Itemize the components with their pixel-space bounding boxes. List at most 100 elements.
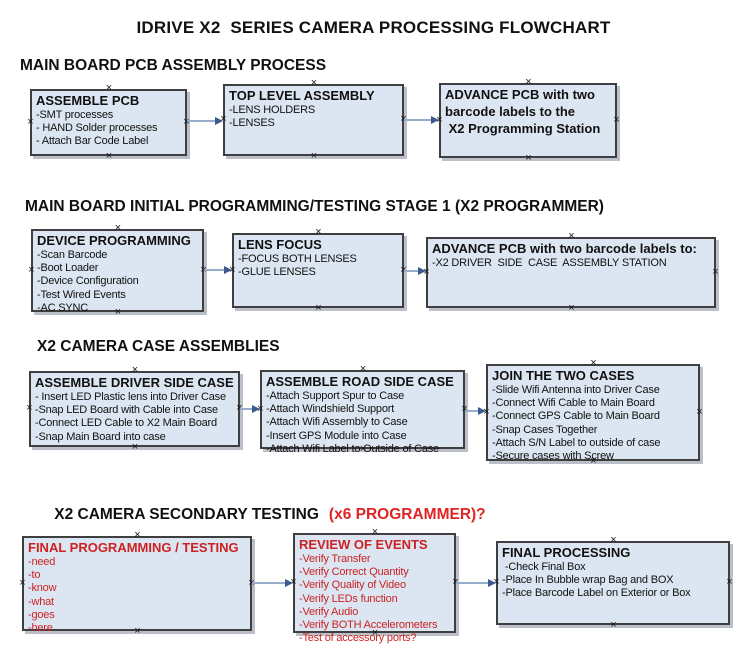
connection-point-icon — [695, 408, 704, 417]
arrowhead-icon — [478, 407, 486, 415]
box-title: JOIN THE TWO CASES — [492, 368, 635, 383]
connection-point-icon — [612, 116, 621, 125]
box-item: -Verify Quality of Video — [299, 579, 406, 592]
arrowhead-icon — [418, 267, 426, 275]
flowchart-box-top-level-assembly: TOP LEVEL ASSEMBLY -LENS HOLDERS -LENSES — [223, 84, 404, 156]
connector-line — [240, 408, 252, 410]
connection-point-icon — [27, 266, 36, 275]
box-item: -Attach Windshield Support — [266, 403, 395, 416]
box-title: DEVICE PROGRAMMING — [37, 233, 191, 248]
box-item: -Verify Transfer — [299, 553, 371, 565]
connection-point-icon — [609, 536, 618, 545]
box-item: -Snap Cases Together — [492, 423, 598, 436]
flowchart-box-review-of-events: REVIEW OF EVENTS -Verify Transfer -Verif… — [293, 533, 456, 644]
box-item: -FOCUS BOTH LENSES — [238, 253, 357, 265]
box-item: -Slide Wifi Antenna into Driver Case — [492, 384, 660, 396]
box-item: -Test Wired Events — [37, 288, 126, 301]
box-title: ASSEMBLE ROAD SIDE CASE — [266, 374, 454, 389]
box-item: -Verify LEDs function — [299, 592, 398, 605]
arrowhead-icon — [488, 579, 496, 587]
connector-line — [465, 410, 478, 412]
flowchart-box-lens-focus: LENS FOCUS -FOCUS BOTH LENSES -GLUE LENS… — [232, 233, 404, 308]
flowchart-box-final-programming-testing: FINAL PROGRAMMING / TESTING -need -to -k… — [22, 536, 252, 634]
connection-point-icon — [589, 359, 598, 368]
box-item: -Attach Wifi Label to Outside of Case — [266, 442, 439, 455]
connection-point-icon — [609, 621, 618, 630]
connection-point-icon — [359, 365, 368, 374]
page-title: IDRIVE X2 SERIES CAMERA PROCESSING FLOWC… — [136, 18, 611, 37]
box-title: ADVANCE PCB with two barcode labels to: — [432, 241, 697, 256]
connector-line — [187, 120, 215, 122]
connection-point-icon — [114, 224, 123, 233]
connection-point-icon — [26, 118, 35, 127]
flowchart-box-final-processing: FINAL PROCESSING -Check Final Box -Place… — [496, 541, 730, 625]
box-item: -GLUE LENSES — [238, 266, 316, 279]
connection-point-icon — [131, 443, 140, 452]
box-item: -Secure cases with Screw — [492, 450, 614, 463]
box-item: -Attach Support Spur to Case — [266, 390, 405, 402]
box-item: -Verify Audio — [299, 605, 359, 618]
box-item: -Snap LED Board with Cable into Case — [35, 404, 218, 417]
box-item: -LENSES — [229, 117, 275, 130]
box-item: -Connect GPS Cable to Main Board — [492, 410, 660, 423]
connector-line — [404, 270, 418, 272]
box-title: TOP LEVEL ASSEMBLY — [229, 88, 375, 103]
connector-arrow — [187, 116, 223, 126]
box-item: -Place Barcode Label on Exterior or Box — [502, 587, 691, 600]
connector-line — [252, 582, 285, 584]
section-heading-pcb-assembly: MAIN BOARD PCB ASSEMBLY PROCESS — [20, 57, 327, 74]
connection-point-icon — [18, 579, 27, 588]
connection-point-icon — [711, 268, 720, 277]
box-item: - Insert LED Plastic lens into Driver Ca… — [35, 391, 226, 403]
connection-point-icon — [25, 404, 34, 413]
arrowhead-icon — [285, 579, 293, 587]
box-title: REVIEW OF EVENTS — [299, 537, 428, 552]
section-heading-secondary-testing-black: X2 CAMERA SECONDARY TESTING — [54, 506, 319, 523]
connection-point-icon — [310, 79, 319, 88]
arrowhead-icon — [431, 116, 439, 124]
box-item: - HAND Solder processes — [36, 122, 158, 135]
box-item: -Device Configuration — [37, 275, 139, 288]
connection-point-icon — [314, 304, 323, 313]
box-item: -what — [28, 595, 54, 608]
box-title: LENS FOCUS — [238, 237, 322, 252]
section-heading-initial-programming: MAIN BOARD INITIAL PROGRAMMING/TESTING S… — [25, 198, 604, 215]
flowchart-box-device-programming: DEVICE PROGRAMMING -Scan Barcode -Boot L… — [31, 229, 204, 314]
connector-arrow — [456, 578, 496, 588]
connector-arrow — [404, 115, 439, 125]
box-title: ASSEMBLE PCB — [36, 93, 140, 108]
connector-arrow — [204, 265, 232, 275]
box-item: -Verify BOTH Accelerometers — [299, 619, 438, 632]
box-item: -here — [28, 622, 53, 635]
box-title: ASSEMBLE DRIVER SIDE CASE — [35, 375, 234, 390]
box-item: -Connect LED Cable to X2 Main Board — [35, 417, 217, 430]
box-item: -LENS HOLDERS — [229, 104, 316, 116]
box-item: -Attach S/N Label to outside of case — [492, 436, 661, 449]
connection-point-icon — [524, 78, 533, 87]
flowchart-box-assemble-pcb: ASSEMBLE PCB -SMT processes - HAND Solde… — [30, 89, 187, 156]
box-title: FINAL PROGRAMMING / TESTING — [28, 540, 239, 555]
box-item: barcode labels to the — [445, 104, 576, 119]
arrowhead-icon — [215, 117, 223, 125]
connection-point-icon — [314, 228, 323, 237]
connection-point-icon — [105, 84, 114, 93]
flowchart-box-join-the-two-cases: JOIN THE TWO CASES -Slide Wifi Antenna i… — [486, 364, 700, 463]
box-item: -need — [28, 556, 56, 568]
connection-point-icon — [310, 152, 319, 161]
box-title: ADVANCE PCB with two — [445, 87, 595, 102]
box-item: -SMT processes — [36, 109, 114, 121]
box-item: -Attach Wifi Assembly to Case — [266, 416, 408, 429]
box-item: -Check Final Box — [502, 561, 586, 573]
arrowhead-icon — [252, 405, 260, 413]
box-item: -Boot Loader — [37, 262, 99, 275]
connection-point-icon — [567, 232, 576, 241]
box-item: -Snap Main Board into case — [35, 430, 166, 443]
flowchart-box-advance-pcb-programming-station: ADVANCE PCB with two barcode labels to t… — [439, 83, 617, 158]
box-item: -Insert GPS Module into Case — [266, 429, 407, 442]
box-item: -to — [28, 569, 41, 582]
section-heading-secondary-testing: X2 CAMERA SECONDARY TESTING(x6 PROGRAMME… — [37, 488, 485, 542]
box-item: - Attach Bar Code Label — [36, 135, 149, 148]
connector-line — [456, 582, 488, 584]
connection-point-icon — [725, 578, 734, 587]
